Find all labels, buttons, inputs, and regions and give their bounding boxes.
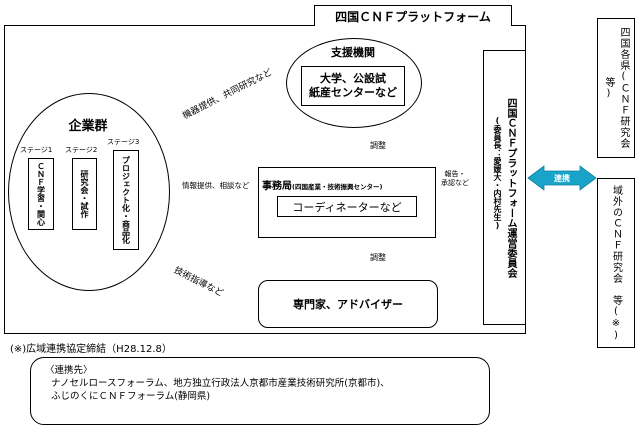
report-label: 報告・ 承認など: [441, 170, 469, 187]
stage-box-3-text: プロジェクト化・商品化: [121, 156, 131, 244]
partners-line-2: ふじのくにＣＮＦフォーラム(静岡県): [51, 391, 211, 402]
office-heading: 事務局: [262, 181, 292, 192]
partners-box: 〈連携先〉 ナノセルロースフォーラム、地方独立行政法人京都市産業技術研究所(京都…: [30, 357, 490, 425]
stage-label-1: ステージ1: [20, 146, 53, 154]
companies-heading: 企業群: [68, 118, 108, 134]
stage-box-1: ＣＮＦ学習・関心: [28, 158, 54, 230]
prefecture-box: 四国各県(ＣＮＦ研究会等): [597, 18, 635, 158]
link-arrow: [527, 165, 597, 191]
info-label: 情報提供、相談など: [182, 181, 250, 190]
footnote: (※)広域連携協定締結（H28.12.8）: [10, 344, 172, 355]
support-heading: 支援機関: [331, 46, 375, 59]
stage-label-3: ステージ3: [107, 138, 140, 146]
partners-line-1: ナノセルロースフォーラム、地方独立行政法人京都市産業技術研究所(京都市)、: [51, 378, 390, 389]
external-text: 域外のＣＮＦ研究会 等(※): [610, 184, 622, 342]
stage-box-2: 研究会・試作: [72, 158, 97, 230]
platform-title: 四国ＣＮＦプラットフォーム: [314, 5, 512, 26]
experts-text: 専門家、アドバイザー: [293, 298, 403, 311]
office-inner-text: コーディネーターなど: [292, 200, 402, 214]
stage-box-1-text: ＣＮＦ学習・関心: [36, 162, 46, 226]
support-inner-box: 大学、公設試 紙産センターなど: [301, 66, 405, 106]
stage-box-2-text: 研究会・試作: [80, 170, 89, 218]
office-heading-sub: (四国産業・技術振興センター): [292, 183, 383, 191]
office-heading-row: 事務局(四国産業・技術振興センター): [262, 177, 434, 192]
external-box: 域外のＣＮＦ研究会 等(※): [597, 178, 635, 348]
prefecture-text: 四国各県(ＣＮＦ研究会等): [603, 27, 629, 149]
coord-top-label: 調整: [370, 141, 386, 150]
platform-title-text: 四国ＣＮＦプラットフォーム: [335, 9, 491, 24]
committee-title: 四国ＣＮＦプラットフォーム運営委員会: [505, 97, 516, 278]
partners-heading: 〈連携先〉: [45, 365, 93, 376]
link-label: 連携: [554, 173, 570, 183]
experts-box: 専門家、アドバイザー: [258, 280, 438, 328]
stage-label-2: ステージ2: [65, 146, 98, 154]
office-inner-box: コーディネーターなど: [277, 196, 417, 217]
support-inner-text: 大学、公設試 紙産センターなど: [309, 72, 397, 99]
stage-box-3: プロジェクト化・商品化: [113, 150, 139, 250]
coord-bottom-label: 調整: [370, 253, 386, 262]
committee-sub: (委員長：愛媛大・内村先生): [493, 115, 502, 230]
committee-box: 四国ＣＮＦプラットフォーム運営委員会 (委員長：愛媛大・内村先生): [483, 50, 526, 325]
